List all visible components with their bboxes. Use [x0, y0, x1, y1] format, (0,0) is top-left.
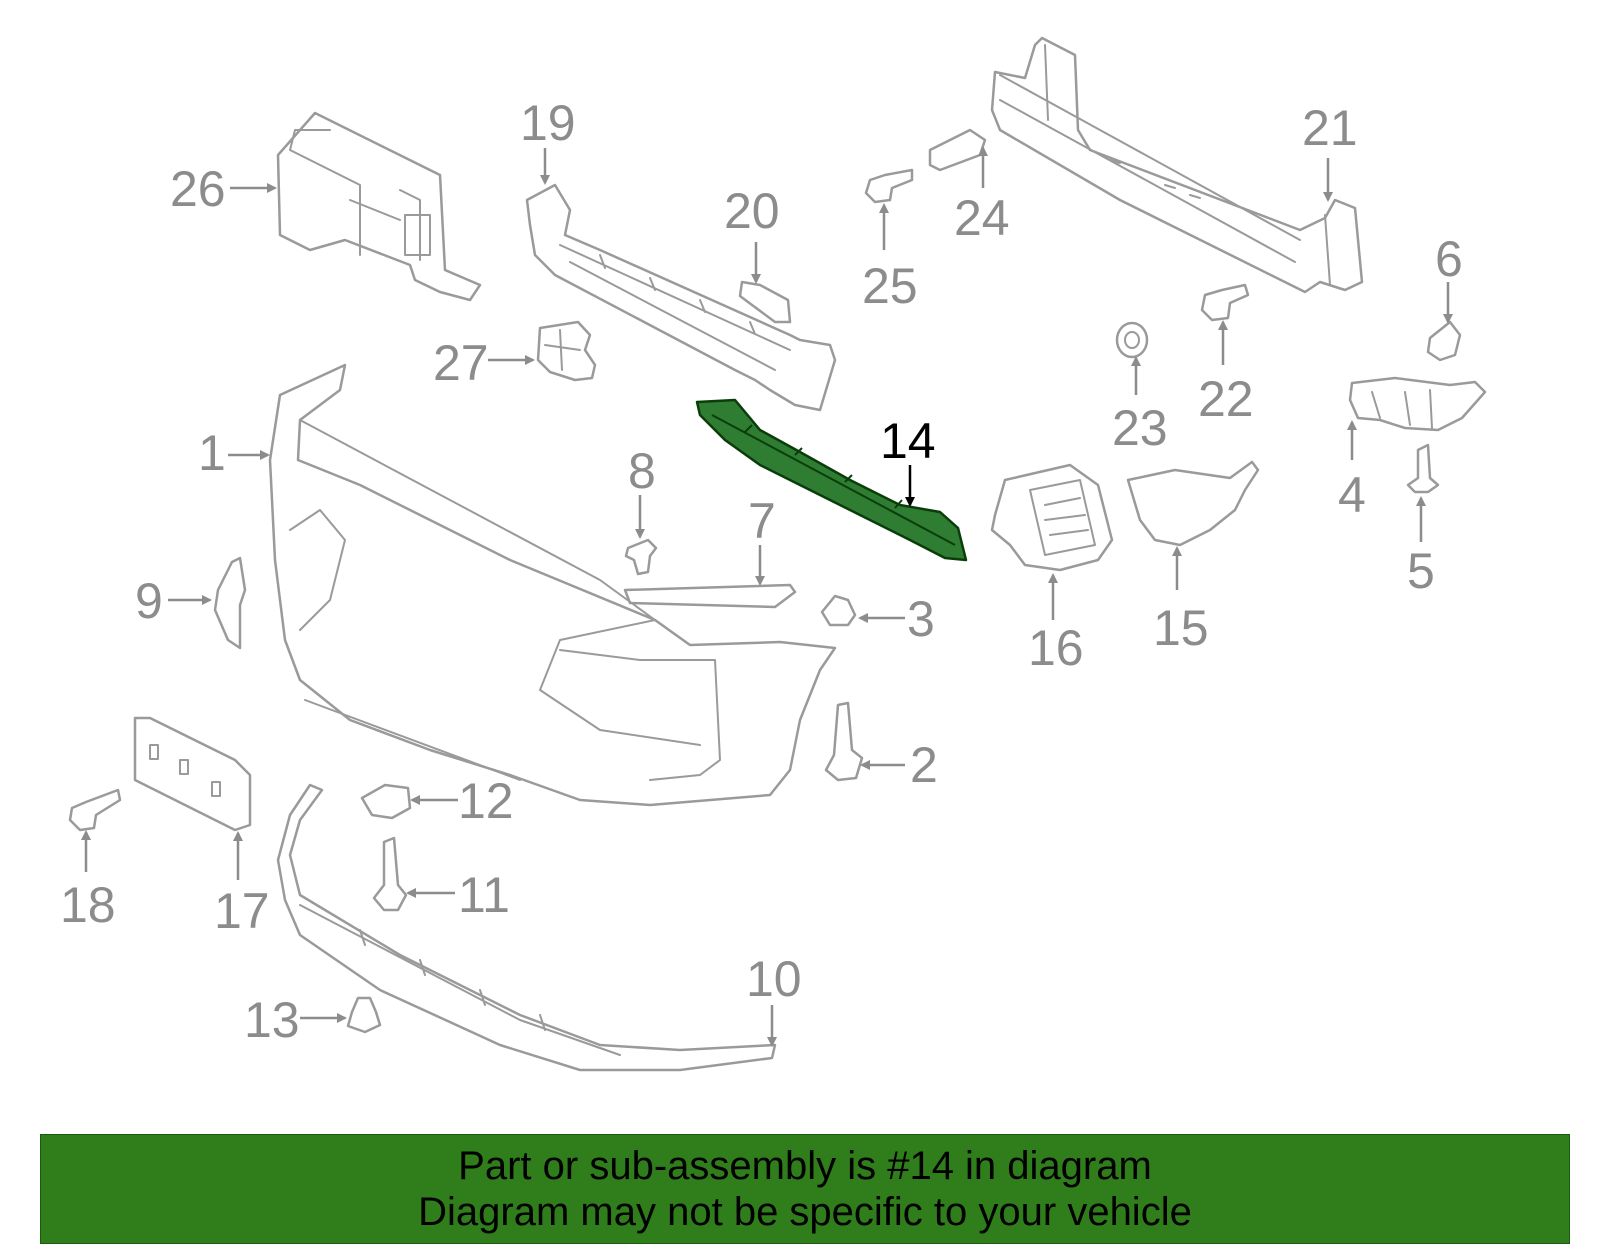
part-18-screw[interactable] — [68, 788, 122, 832]
callout-19: 19 — [520, 95, 576, 151]
part-19-energy-absorber[interactable] — [525, 183, 837, 412]
part-6-clip[interactable] — [1426, 320, 1462, 362]
parts-diagram: 1 2 3 4 5 6 7 8 9 10 11 12 13 14 15 16 1… — [60, 36, 1487, 1072]
part-27-sensor[interactable] — [536, 320, 597, 382]
callout-16: 16 — [1028, 620, 1084, 676]
part-1-bumper-cover[interactable] — [268, 363, 837, 807]
banner-line-1: Part or sub-assembly is #14 in diagram — [458, 1144, 1152, 1188]
callout-17: 17 — [214, 883, 270, 939]
part-10-lower-spoiler[interactable] — [276, 783, 777, 1072]
info-banner: Part or sub-assembly is #14 in diagram D… — [40, 1134, 1570, 1244]
callout-5: 5 — [1407, 543, 1435, 599]
part-20-bracket[interactable] — [738, 280, 792, 324]
part-12-clip-nut[interactable] — [360, 783, 412, 820]
part-13-push-clip[interactable] — [346, 996, 382, 1034]
callout-4: 4 — [1338, 467, 1366, 523]
callout-13: 13 — [244, 992, 300, 1048]
callout-6: 6 — [1435, 231, 1463, 287]
callout-11: 11 — [458, 867, 510, 923]
part-26-module-bracket[interactable] — [276, 111, 482, 302]
part-9-bracket[interactable] — [213, 556, 247, 650]
callout-8: 8 — [628, 443, 656, 499]
callout-12: 12 — [458, 773, 514, 829]
callout-22: 22 — [1198, 371, 1254, 427]
part-16-fog-light-bezel[interactable] — [990, 463, 1114, 572]
callout-3: 3 — [907, 591, 935, 647]
part-14-highlighted[interactable] — [695, 398, 968, 562]
callout-21: 21 — [1302, 100, 1358, 156]
callout-25: 25 — [862, 258, 918, 314]
callout-14: 14 — [880, 413, 936, 469]
callout-7: 7 — [748, 493, 776, 549]
callout-27: 27 — [433, 335, 489, 391]
callout-15: 15 — [1153, 600, 1209, 656]
part-7-retainer-strip[interactable] — [623, 583, 797, 609]
callout-24: 24 — [954, 190, 1010, 246]
part-8-bolt[interactable] — [624, 538, 658, 576]
part-15-side-cover[interactable] — [1126, 460, 1260, 547]
part-5-pushpin[interactable] — [1406, 443, 1440, 494]
part-23-nut[interactable] — [1115, 321, 1149, 359]
leader-lines — [81, 146, 1453, 1047]
part-25-bolt[interactable] — [864, 168, 914, 204]
part-3-clip[interactable] — [820, 594, 857, 627]
part-22-bolt[interactable] — [1200, 283, 1250, 322]
banner-line-2: Diagram may not be specific to your vehi… — [418, 1190, 1192, 1234]
part-11-bolt[interactable] — [372, 836, 408, 912]
part-24-pin[interactable] — [928, 128, 987, 172]
callout-26: 26 — [170, 161, 226, 217]
part-2-bolt[interactable] — [824, 701, 864, 782]
part-17-license-bracket[interactable] — [133, 716, 252, 832]
callout-18: 18 — [60, 877, 116, 933]
part-4-side-bracket[interactable] — [1348, 376, 1487, 432]
callout-20: 20 — [724, 183, 780, 239]
callout-2: 2 — [910, 737, 938, 793]
callout-23: 23 — [1112, 400, 1168, 456]
callout-9: 9 — [135, 573, 163, 629]
part-21-reinforcement-bar[interactable] — [990, 36, 1364, 294]
callout-labels: 1 2 3 4 5 6 7 8 9 10 11 12 13 14 15 16 1… — [60, 95, 1463, 1048]
callout-10: 10 — [746, 951, 802, 1007]
callout-1: 1 — [198, 425, 226, 481]
